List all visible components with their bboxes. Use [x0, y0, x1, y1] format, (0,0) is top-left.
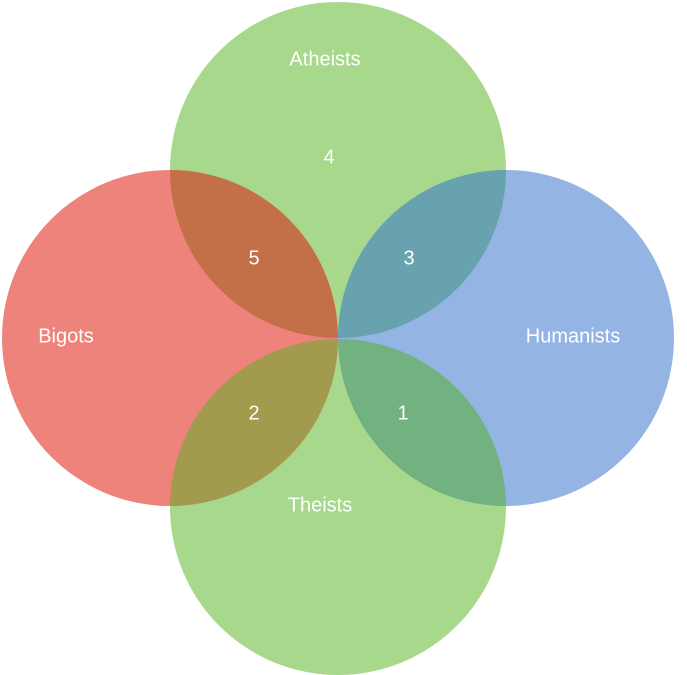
- label-bigots: Bigots: [38, 325, 94, 347]
- count-theists-humanists: 1: [397, 402, 408, 424]
- label-theists: Theists: [288, 494, 352, 516]
- count-atheists-bigots: 5: [248, 247, 259, 269]
- intersection-atheists-bigots: [170, 170, 338, 338]
- intersection-theists-bigots: [170, 339, 338, 506]
- count-theists-bigots: 2: [248, 402, 259, 424]
- count-atheists-only: 4: [323, 146, 334, 168]
- label-humanists: Humanists: [526, 325, 620, 347]
- intersection-atheists-humanists: [338, 170, 506, 338]
- intersection-theists-humanists: [338, 339, 506, 506]
- label-atheists: Atheists: [289, 48, 360, 70]
- count-atheists-humanists: 3: [403, 247, 414, 269]
